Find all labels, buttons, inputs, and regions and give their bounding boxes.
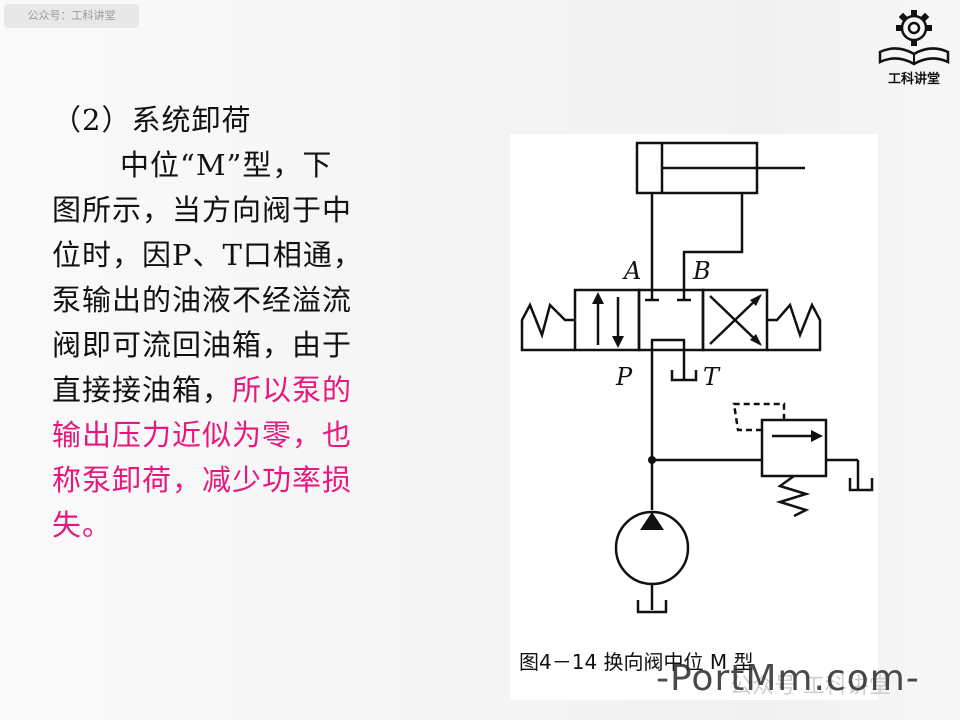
text-line: 中位“M”型，下 xyxy=(120,148,333,182)
tank-t-icon xyxy=(670,370,698,382)
diagram-panel xyxy=(510,134,878,700)
text-line: 位时，因P、T口相通， xyxy=(52,238,363,272)
port-label-p: P xyxy=(615,363,633,391)
relief-spring-icon xyxy=(775,474,811,518)
valve-left-square xyxy=(573,288,641,352)
logo-text: 工科讲堂 xyxy=(887,72,940,87)
text-segment: 直接接油箱， xyxy=(52,373,233,407)
highlight-segment: 所以泵的 xyxy=(232,373,353,407)
text-line: 泵输出的油液不经溢流 xyxy=(52,283,353,317)
relief-valve-body xyxy=(760,418,828,478)
tank-pump-icon xyxy=(636,600,668,614)
section-heading: （2）系统卸荷 xyxy=(52,103,252,137)
gear-book-logo-icon xyxy=(878,10,950,66)
bottom-watermark: 公众号 工科讲堂 xyxy=(730,674,891,699)
port-label-a: A xyxy=(622,257,641,285)
right-spring-icon xyxy=(767,302,822,352)
body-text: （2）系统卸荷 中位“M”型，下 图所示，当方向阀于中 位时，因P、T口相通， … xyxy=(52,98,442,548)
port-label-t: T xyxy=(703,363,721,391)
left-spring-icon xyxy=(520,302,575,352)
site-watermark: -PortMm.com- xyxy=(656,658,920,699)
port-label-b: B xyxy=(692,257,711,285)
text-line-mixed: 直接接油箱，所以泵的 xyxy=(52,368,442,413)
highlight-line: 称泵卸荷，减少功率损 xyxy=(52,463,353,497)
highlight-line: 失。 xyxy=(52,508,113,542)
tank-relief-icon xyxy=(848,478,874,492)
top-watermark: 公众号：工科讲堂 xyxy=(4,4,139,28)
text-line: 阀即可流回油箱，由于 xyxy=(52,328,353,362)
figure-caption: 图4－14 换向阀中位 M 型 xyxy=(519,650,754,674)
text-line: 图所示，当方向阀于中 xyxy=(52,193,353,227)
highlight-line: 输出压力近似为零，也 xyxy=(52,418,353,452)
pilot-line xyxy=(732,402,786,432)
